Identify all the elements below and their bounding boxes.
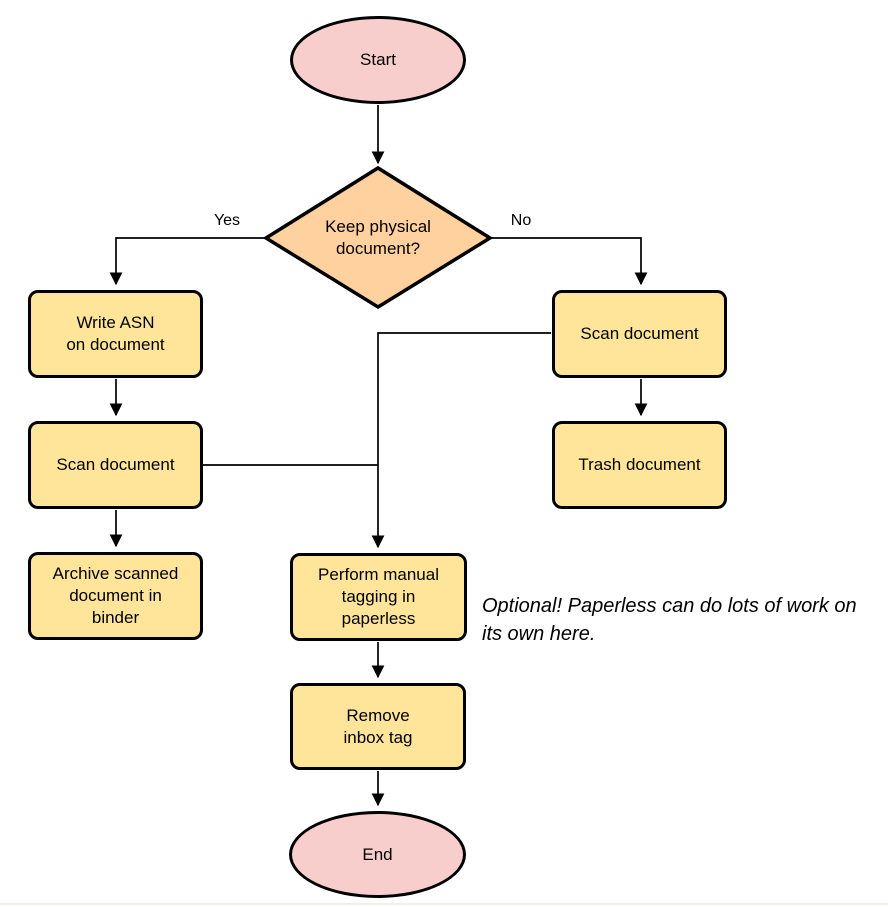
node-scan-document-left: Scan document [28,421,203,509]
node-scan-document-left-label: Scan document [56,455,175,474]
node-end: End [289,811,466,898]
edge-label-no: No [510,212,532,229]
node-manual-tagging-label: Perform manual tagging in paperless [318,565,439,628]
node-write-asn: Write ASN on document [28,290,203,378]
node-trash-document: Trash document [552,421,727,509]
node-manual-tagging: Perform manual tagging in paperless [290,553,467,641]
annotation-optional-note: Optional! Paperless can do lots of work … [482,595,857,645]
node-start-label: Start [360,50,396,69]
node-start: Start [290,16,466,104]
node-scan-document-right-label: Scan document [580,324,699,343]
node-remove-inbox-tag: Remove inbox tag [290,683,466,770]
node-archive-binder: Archive scanned document in binder [28,552,203,640]
node-remove-inbox-tag-label: Remove inbox tag [343,705,413,747]
node-write-asn-label: Write ASN on document [66,313,165,354]
edge-decision-yes-to-write-asn [109,237,266,286]
node-end-label: End [362,844,393,864]
node-archive-binder-label: Archive scanned document in binder [52,564,179,627]
edge-decision-no-to-scan-right [490,237,648,286]
edge-scan-right-to-tagging [371,332,551,549]
node-decision-label: Keep physical document? [325,217,431,258]
canvas-bottom-border [0,903,888,905]
edge-label-yes: Yes [213,212,241,229]
node-trash-document-label: Trash document [578,455,701,474]
decision-diamond-shape [262,165,494,310]
node-scan-document-right: Scan document [552,290,727,378]
